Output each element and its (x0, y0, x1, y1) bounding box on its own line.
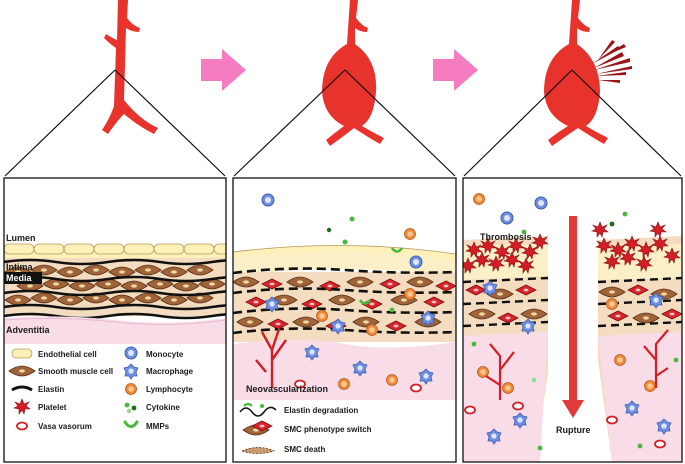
panel-degenerating-wall: Neovascularization Elastin degradation S… (232, 177, 457, 463)
ruptured-aneurysm-artery (544, 0, 632, 146)
legend-processes: Elastin degradation SMC phenotype switch… (239, 402, 372, 454)
legend-smc-phenotype-switch: SMC phenotype switch (284, 425, 372, 434)
legend-vasa-vasorum: Vasa vasorum (38, 422, 92, 431)
fragmented-elastin (233, 267, 456, 335)
legend-right: Monocyte Macrophage Lymphocyte Cytokine … (123, 346, 194, 431)
monocyte-icon (124, 346, 138, 360)
legend-macrophage: Macrophage (146, 367, 194, 376)
endothelial-layer (4, 243, 226, 255)
legend-elastin-degradation: Elastin degradation (284, 406, 358, 415)
normal-artery (102, 0, 158, 134)
cytokines-right-panel (471, 211, 679, 451)
elastin-lamellae (4, 258, 226, 320)
label-adventitia: Adventitia (6, 325, 51, 335)
legend-smc-death: SMC death (284, 445, 325, 454)
label-neovascularization: Neovascularization (246, 384, 328, 394)
legend-mmps: MMPs (146, 422, 170, 431)
elastin-degradation-icon (239, 402, 277, 417)
legend-cytokine: Cytokine (146, 403, 180, 412)
vasa-vasorum-icon (16, 421, 28, 431)
panel-normal-wall: Lumen Intima Media Adventitia Endothelia… (3, 177, 227, 463)
media-label-bg (4, 272, 42, 284)
legend-endothelial-cell: Endothelial cell (38, 350, 97, 359)
magnification-lines (4, 69, 682, 177)
legend-lymphocyte: Lymphocyte (146, 385, 193, 394)
legend-monocyte: Monocyte (146, 350, 184, 359)
panel-ruptured-wall: Thrombosis Rupture (462, 177, 683, 463)
label-lumen: Lumen (6, 233, 36, 243)
pink-arrow-1 (201, 49, 246, 91)
vasa-vessels (485, 329, 669, 400)
smc-death-icon (240, 447, 276, 454)
elastin-icon (11, 385, 33, 392)
aneurysm-artery (322, 0, 384, 146)
label-intima: Intima (6, 262, 33, 272)
label-media: Media (6, 273, 33, 283)
pink-arrow-2 (433, 49, 478, 91)
legend-smooth-muscle-cell: Smooth muscle cell (38, 367, 113, 376)
endothelial-cell-icon (11, 348, 33, 359)
legend-elastin: Elastin (38, 385, 64, 394)
rupture-splatter (592, 40, 632, 83)
rupture-arrow (562, 216, 584, 418)
mmps-icon (123, 420, 139, 428)
legend-platelet: Platelet (38, 403, 67, 412)
legend-left: Endothelial cell Smooth muscle cell Elas… (8, 348, 113, 431)
neovascularization-vessels (255, 325, 287, 388)
media-layer (4, 264, 226, 306)
lymphocyte-icon (125, 383, 137, 395)
cytokine-icon (124, 402, 137, 414)
label-thrombosis: Thrombosis (480, 232, 532, 242)
label-rupture: Rupture (556, 425, 591, 435)
